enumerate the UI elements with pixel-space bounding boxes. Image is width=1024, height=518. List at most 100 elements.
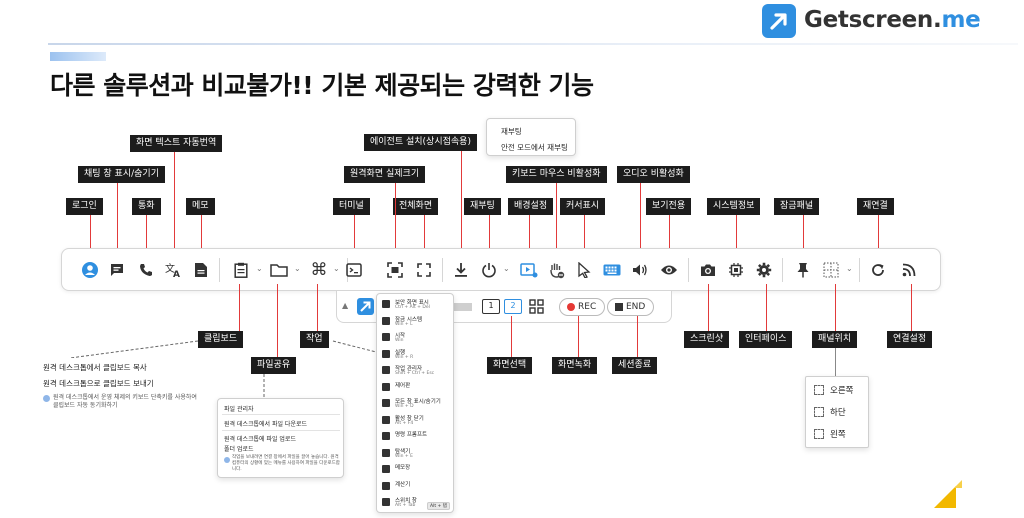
chevron-down-icon[interactable]: ⌄ <box>333 264 340 273</box>
agent-install-button[interactable] <box>449 258 473 282</box>
cursor-icon <box>578 262 591 278</box>
actions-menu-item[interactable]: 메모장 <box>377 463 453 480</box>
reboot-button[interactable] <box>477 258 501 282</box>
label-cursor: 커서표시 <box>560 198 606 215</box>
info-icon <box>224 457 230 463</box>
screen-2-button[interactable]: 2 <box>504 299 522 314</box>
actions-button[interactable]: ⌘ <box>307 258 331 282</box>
action-item-icon <box>382 300 390 308</box>
login-button[interactable] <box>78 258 102 282</box>
file-manager-item[interactable]: 파일 관리자 <box>224 406 254 413</box>
screenshot-button[interactable] <box>696 258 720 282</box>
action-item-icon <box>382 415 390 424</box>
action-item-icon <box>382 465 390 473</box>
panel-position-item[interactable]: 하단 <box>814 406 866 420</box>
action-item-icon <box>382 399 390 407</box>
pin-panel-button[interactable] <box>791 258 815 282</box>
file-share-menu: 파일 관리자 원격 데스크톱에서 파일 다운로드 원격 데스크톱에 파일 업로드… <box>217 398 344 478</box>
eye-icon <box>661 265 677 275</box>
clipboard-menu: 원격 데스크톱에서 클립보드 복사 원격 데스크톱으로 클립보드 보내기 원격 … <box>37 358 207 416</box>
rss-icon <box>902 263 916 277</box>
caret-up-icon[interactable]: ▲ <box>342 301 349 310</box>
file-share-button[interactable] <box>267 258 291 282</box>
actions-menu-item[interactable]: 명령 프롬프트 <box>377 430 453 447</box>
chevron-down-icon[interactable]: ⌄ <box>503 264 510 273</box>
connector-kb-mouse <box>556 183 557 258</box>
file-share-note: 작업을 보내려면 연결 창에서 파일을 끌어 놓습니다. 원격 컴퓨터의 상황에… <box>232 455 340 472</box>
connector-file-share <box>277 284 278 357</box>
reboot-menu-item[interactable]: 재부팅 <box>501 127 522 136</box>
grid-dotted-icon <box>814 429 824 439</box>
all-screens-icon[interactable] <box>529 299 544 318</box>
screen-1-button[interactable]: 1 <box>482 299 500 314</box>
connector-translate <box>174 152 175 258</box>
download-file-item[interactable]: 원격 데스크톱에서 파일 다운로드 <box>224 421 308 428</box>
send-clipboard-item[interactable]: 원격 데스크톱으로 클립보드 보내기 <box>43 379 154 388</box>
action-item-label: 명령 프롬프트 <box>395 432 428 438</box>
action-item-label: 모든 창 표시/숨기기 <box>395 399 441 405</box>
record-button[interactable]: REC <box>559 298 606 316</box>
copy-clipboard-item[interactable]: 원격 데스크톱에서 클립보드 복사 <box>43 363 147 372</box>
chevron-down-icon[interactable]: ⌄ <box>256 264 263 273</box>
sysinfo-button[interactable] <box>724 258 748 282</box>
action-item-label: 시작 <box>395 333 406 339</box>
panel-position-item[interactable]: 왼쪽 <box>814 428 866 442</box>
actions-menu-item[interactable]: 제어판 <box>377 381 453 398</box>
actions-menu-item[interactable]: 계산기 <box>377 480 453 497</box>
disable-input-button[interactable] <box>544 258 568 282</box>
actual-size-button[interactable] <box>383 258 407 282</box>
chat-button[interactable] <box>105 258 129 282</box>
reconnect-button[interactable] <box>866 258 890 282</box>
getscreen-small-logo-icon[interactable] <box>357 298 374 315</box>
getscreen-logo-icon <box>762 4 796 38</box>
background-settings-button[interactable] <box>517 258 541 282</box>
chevron-down-icon[interactable]: ⌄ <box>294 264 301 273</box>
title-accent-bar <box>50 52 106 61</box>
cursor-button[interactable] <box>572 258 596 282</box>
fullscreen-button[interactable] <box>412 258 436 282</box>
connector-resize <box>395 183 396 258</box>
speaker-icon <box>633 264 647 276</box>
grid-dotted-icon <box>814 385 824 395</box>
svg-text:A: A <box>173 270 180 278</box>
phone-icon <box>140 264 152 276</box>
audio-button[interactable] <box>628 258 652 282</box>
grid-dotted-icon <box>823 262 839 278</box>
chat-icon <box>111 264 123 276</box>
chevron-down-icon[interactable]: ⌄ <box>846 264 853 273</box>
svg-text:文: 文 <box>165 262 175 275</box>
panel-position-item[interactable]: 오른쪽 <box>814 384 866 398</box>
panel-position-label: 하단 <box>830 408 846 418</box>
keyboard-button[interactable] <box>600 258 624 282</box>
connector-bg <box>529 215 530 258</box>
connector-view <box>669 215 670 258</box>
fit-screen-icon <box>387 262 403 278</box>
panel-position-button[interactable] <box>819 258 843 282</box>
call-button[interactable] <box>134 258 158 282</box>
connector-memo <box>201 215 202 258</box>
safe-reboot-menu-item[interactable]: 안전 모드에서 재부팅 <box>501 143 568 152</box>
connection-settings-button[interactable] <box>897 258 921 282</box>
clipboard-button[interactable] <box>229 258 253 282</box>
action-item-shortcut: Alt + Tab <box>395 503 416 508</box>
upload-folder-item[interactable]: 폴더 업로드 <box>224 446 254 453</box>
label-panel-position: 패널위치 <box>812 331 858 348</box>
end-session-button[interactable]: END <box>607 298 655 316</box>
connector-fullscreen <box>424 215 425 258</box>
upload-file-item[interactable]: 원격 데스크톱에 파일 업로드 <box>224 436 296 443</box>
view-only-button[interactable] <box>657 258 681 282</box>
interface-settings-button[interactable] <box>752 258 776 282</box>
terminal-button[interactable] <box>342 258 366 282</box>
memo-button[interactable] <box>189 258 213 282</box>
